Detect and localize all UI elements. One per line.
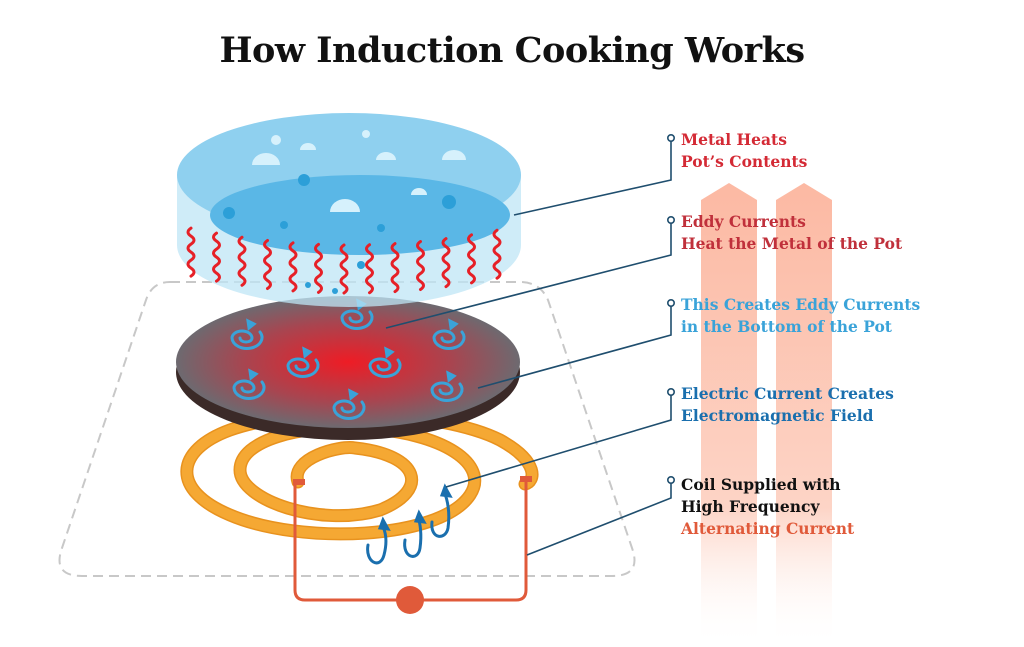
heat-wave <box>441 237 451 289</box>
label-creates-eddy: This Creates Eddy Currents in the Bottom… <box>681 294 920 338</box>
eddy-current-spirals <box>230 298 466 420</box>
heat-wave <box>288 241 298 293</box>
cooktop-outline <box>58 281 636 577</box>
heat-wave <box>492 228 502 280</box>
magnetic-field-loops <box>366 483 453 565</box>
ac-source-icon <box>396 586 424 614</box>
eddy-spiral <box>340 309 374 330</box>
heat-wave <box>339 243 349 295</box>
heat-wave <box>263 239 272 291</box>
label-line: Pot’s Contents <box>681 152 808 171</box>
label-line: in the Bottom of the Pot <box>681 317 892 336</box>
eddy-spiral <box>286 357 320 378</box>
eddy-spiral <box>430 381 464 402</box>
label-em-field: Electric Current Creates Electromagnetic… <box>681 383 894 427</box>
heat-arrow-right <box>776 183 832 647</box>
label-line: Coil Supplied with <box>681 475 841 494</box>
leader-lines <box>385 140 672 556</box>
heat-waves <box>186 226 502 295</box>
eddy-spiral <box>230 329 264 350</box>
eddy-arrowhead <box>248 368 259 381</box>
heat-wave <box>237 235 247 287</box>
leader-endpoints <box>666 134 675 484</box>
label-metal-heats: Metal Heats Pot’s Contents <box>681 129 807 173</box>
eddy-arrowhead <box>384 346 395 359</box>
label-eddy-heat: Eddy Currents Heat the Metal of the Pot <box>681 211 902 255</box>
heat-wave <box>467 233 476 285</box>
heat-wave <box>390 242 400 294</box>
page-title: How Induction Cooking Works <box>219 30 805 71</box>
eddy-spiral <box>232 379 266 400</box>
eddy-spiral <box>432 329 466 350</box>
label-coil-supplied: Coil Supplied with High Frequency Altern… <box>681 474 854 540</box>
eddy-arrowhead <box>446 370 457 383</box>
eddy-spiral <box>368 357 402 378</box>
heat-wave <box>416 240 425 292</box>
bubbles <box>252 130 466 212</box>
heat-arrow-left <box>701 183 757 647</box>
wire-circuit <box>293 482 528 602</box>
label-line: Metal Heats <box>681 130 787 149</box>
eddy-arrowhead <box>302 346 313 359</box>
label-line: This Creates Eddy Currents <box>681 295 921 314</box>
eddy-arrowhead <box>246 318 257 331</box>
heat-wave <box>212 231 221 283</box>
eddy-arrowhead <box>448 318 459 331</box>
label-line: Eddy Currents <box>681 212 806 231</box>
label-line: Electric Current Creates <box>681 384 894 403</box>
heat-wave <box>365 243 374 295</box>
eddy-arrowhead <box>348 388 359 401</box>
heat-rising-arrows-icon <box>701 183 832 647</box>
label-line: Alternating Current <box>681 519 855 538</box>
label-line: High Frequency <box>681 497 820 516</box>
dots <box>223 174 456 294</box>
label-line: Electromagnetic Field <box>681 406 874 425</box>
heat-wave <box>186 226 196 278</box>
label-line: Heat the Metal of the Pot <box>681 234 903 253</box>
pot-with-water-icon <box>177 113 521 307</box>
eddy-spiral <box>332 399 366 420</box>
heat-wave <box>314 242 323 294</box>
